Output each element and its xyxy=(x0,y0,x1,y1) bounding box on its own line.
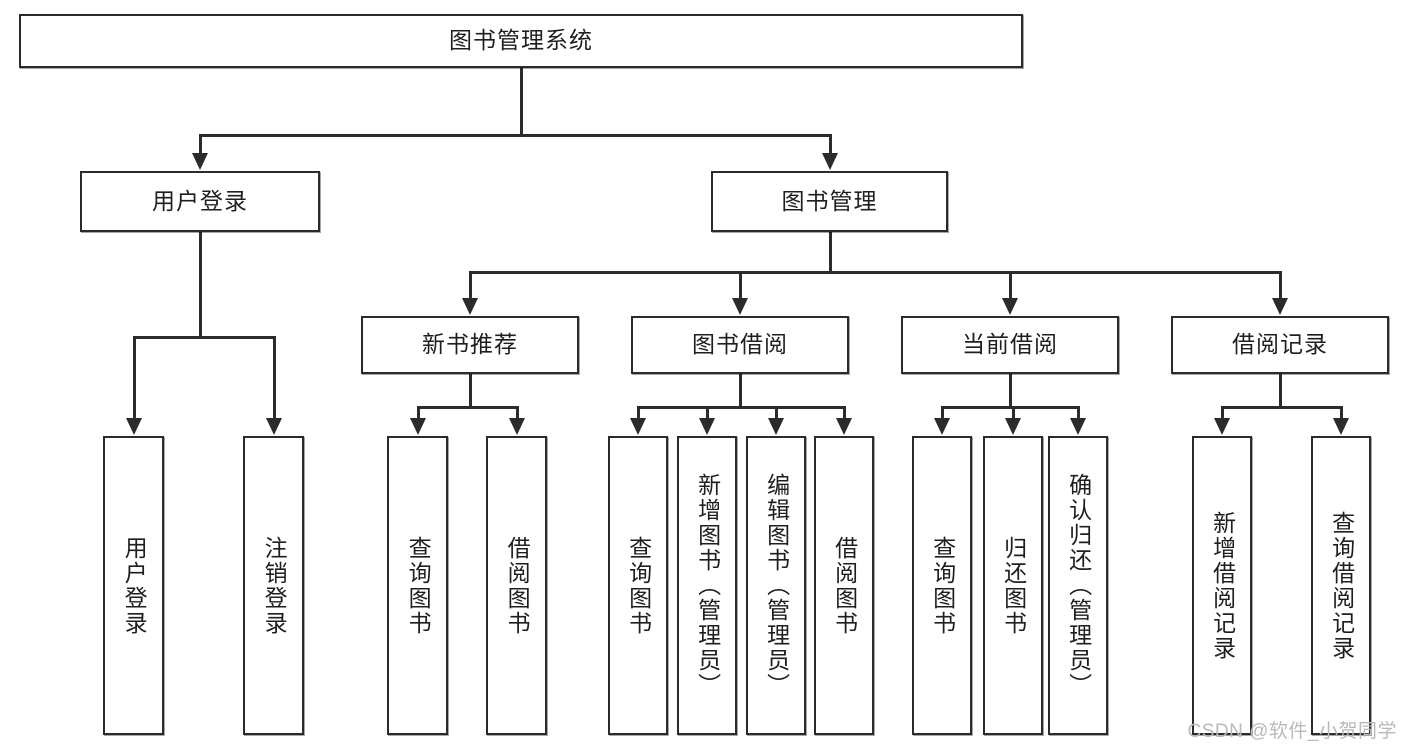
connector-stem-book-manage xyxy=(829,232,832,273)
node-book-manage[interactable]: 图书管理 xyxy=(711,171,948,232)
connector-bar-borrow-record xyxy=(1221,406,1343,409)
connector-drop-leaf-user-login xyxy=(133,336,136,421)
connector-drop-leaf-cur-query xyxy=(941,406,944,421)
node-label: 查询借阅记录 xyxy=(1328,510,1355,661)
node-leaf-cur-query[interactable]: 查询图书 xyxy=(912,436,972,735)
connector-bar-book-borrow xyxy=(637,406,846,409)
node-leaf-borrow-add[interactable]: 新增图书（管理员） xyxy=(677,436,737,735)
node-label: 注销登录 xyxy=(261,535,288,636)
connector-drop-leaf-cur-confirm xyxy=(1077,406,1080,421)
connector-stem-borrow-record xyxy=(1279,374,1282,408)
node-leaf-rekord-query[interactable]: 查询借阅记录 xyxy=(1311,436,1371,735)
watermark: CSDN @软件_小贺同学 xyxy=(1187,721,1397,742)
node-current-borrow[interactable]: 当前借阅 xyxy=(901,316,1119,374)
arrowhead-leaf-user-login xyxy=(126,418,142,435)
arrowhead-leaf-rekord-add xyxy=(1214,418,1230,435)
node-leaf-borrow-lend[interactable]: 借阅图书 xyxy=(814,436,874,735)
connector-drop-leaf-borrow-edit xyxy=(775,406,778,421)
arrowhead-current-borrow xyxy=(1002,298,1018,315)
connector-bar-book-manage xyxy=(469,271,1282,274)
connector-drop-leaf-borrow-query xyxy=(637,406,640,421)
node-book-borrow[interactable]: 图书借阅 xyxy=(631,316,849,374)
connector-bar-current-borrow xyxy=(941,406,1080,409)
node-leaf-rec-query[interactable]: 查询图书 xyxy=(387,436,448,735)
node-label: 用户登录 xyxy=(121,535,148,636)
connector-stem-new-book-rec xyxy=(469,374,472,408)
connector-drop-book-manage xyxy=(829,134,832,156)
connector-stem-book-borrow xyxy=(739,374,742,408)
connector-bar-new-book-rec xyxy=(417,406,519,409)
node-label: 用户登录 xyxy=(152,187,248,214)
node-label: 归还图书 xyxy=(1000,535,1027,636)
arrowhead-leaf-cur-query xyxy=(934,418,950,435)
node-label: 确认归还（管理员） xyxy=(1065,473,1092,698)
node-label: 借阅记录 xyxy=(1232,331,1328,358)
node-leaf-rekord-add[interactable]: 新增借阅记录 xyxy=(1192,436,1252,735)
node-leaf-user-logout[interactable]: 注销登录 xyxy=(243,436,304,735)
arrowhead-leaf-rekord-query xyxy=(1333,418,1349,435)
node-leaf-user-login[interactable]: 用户登录 xyxy=(103,436,164,735)
connector-drop-user-login xyxy=(199,134,202,156)
node-leaf-borrow-query[interactable]: 查询图书 xyxy=(608,436,668,735)
connector-drop-leaf-borrow-lend xyxy=(843,406,846,421)
arrowhead-leaf-borrow-query xyxy=(630,418,646,435)
arrowhead-new-book-rec xyxy=(462,298,478,315)
arrowhead-leaf-rec-borrow xyxy=(509,418,525,435)
arrowhead-user-login xyxy=(192,153,208,170)
node-root[interactable]: 图书管理系统 xyxy=(19,14,1023,68)
node-label: 查询图书 xyxy=(405,535,432,636)
node-label: 新书推荐 xyxy=(422,331,518,358)
connector-bar-user-login xyxy=(133,336,276,339)
connector-drop-leaf-rec-borrow xyxy=(516,406,519,421)
arrowhead-leaf-cur-return xyxy=(1005,418,1021,435)
connector-stem-user-login xyxy=(199,232,202,338)
node-user-login[interactable]: 用户登录 xyxy=(80,171,320,232)
node-label: 当前借阅 xyxy=(962,331,1058,358)
node-label: 查询图书 xyxy=(625,535,652,636)
connector-drop-current-borrow xyxy=(1009,271,1012,301)
connector-drop-book-borrow xyxy=(739,271,742,301)
node-label: 编辑图书（管理员） xyxy=(763,473,790,698)
node-label: 图书管理系统 xyxy=(449,27,593,54)
node-label: 图书管理 xyxy=(781,187,878,214)
connector-drop-leaf-rekord-query xyxy=(1340,406,1343,421)
connector-drop-new-book-rec xyxy=(469,271,472,301)
connector-drop-leaf-rekord-add xyxy=(1221,406,1224,421)
connector-drop-leaf-user-logout xyxy=(273,336,276,421)
node-leaf-rec-borrow[interactable]: 借阅图书 xyxy=(486,436,547,735)
arrowhead-leaf-borrow-add xyxy=(699,418,715,435)
node-label: 借阅图书 xyxy=(831,535,858,636)
node-label: 新增图书（管理员） xyxy=(694,473,721,698)
node-borrow-record[interactable]: 借阅记录 xyxy=(1171,316,1389,374)
node-label: 借阅图书 xyxy=(504,535,531,636)
connector-stem-root xyxy=(520,68,523,136)
connector-drop-leaf-cur-return xyxy=(1012,406,1015,421)
node-label: 图书借阅 xyxy=(692,331,788,358)
connector-drop-borrow-record xyxy=(1279,271,1282,301)
node-label: 新增借阅记录 xyxy=(1209,510,1236,661)
arrowhead-book-borrow xyxy=(732,298,748,315)
arrowhead-leaf-borrow-edit xyxy=(768,418,784,435)
arrowhead-borrow-record xyxy=(1272,298,1288,315)
node-leaf-borrow-edit[interactable]: 编辑图书（管理员） xyxy=(746,436,806,735)
arrowhead-leaf-user-logout xyxy=(266,418,282,435)
arrowhead-book-manage xyxy=(822,153,838,170)
arrowhead-leaf-rec-query xyxy=(410,418,426,435)
connector-stem-current-borrow xyxy=(1009,374,1012,408)
arrowhead-leaf-cur-confirm xyxy=(1070,418,1086,435)
node-leaf-cur-confirm[interactable]: 确认归还（管理员） xyxy=(1048,436,1108,735)
connector-bar-root xyxy=(199,134,832,137)
connector-drop-leaf-borrow-add xyxy=(706,406,709,421)
arrowhead-leaf-borrow-lend xyxy=(836,418,852,435)
node-leaf-cur-return[interactable]: 归还图书 xyxy=(983,436,1043,735)
node-new-book-rec[interactable]: 新书推荐 xyxy=(361,316,579,374)
connector-drop-leaf-rec-query xyxy=(417,406,420,421)
node-label: 查询图书 xyxy=(929,535,956,636)
